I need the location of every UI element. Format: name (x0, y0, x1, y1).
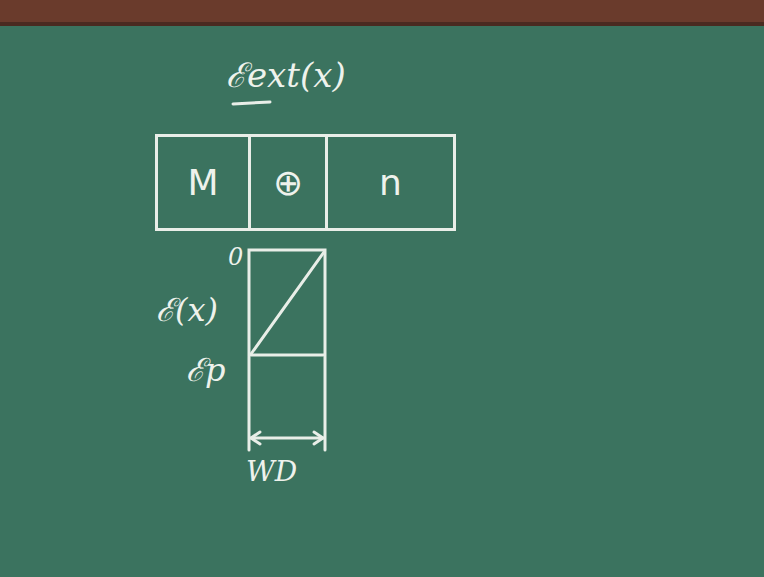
chalk-label: ℰp (186, 352, 225, 389)
region-name: n (379, 163, 402, 203)
chalk-label: ℰext(x) (226, 56, 346, 95)
chalk-label: 0 (228, 244, 243, 272)
chalk-label: WD (246, 456, 297, 488)
region-box: n (325, 134, 456, 231)
field-profile-box (249, 250, 325, 355)
arrowhead (314, 432, 323, 444)
region-box: ⊕ (248, 134, 328, 231)
dimension-tick (248, 357, 251, 450)
region-name: M (187, 163, 218, 203)
dimension-arrow (251, 437, 323, 440)
board-frame-edge (0, 22, 764, 26)
underline-stroke (233, 102, 270, 104)
arrowhead (251, 432, 260, 444)
chalk-label: ℰ(x) (156, 292, 218, 329)
board-frame (0, 0, 764, 22)
field-profile-line (251, 252, 324, 354)
dimension-tick (324, 357, 327, 450)
region-name: ⊕ (273, 163, 303, 203)
region-box: M (155, 134, 251, 231)
